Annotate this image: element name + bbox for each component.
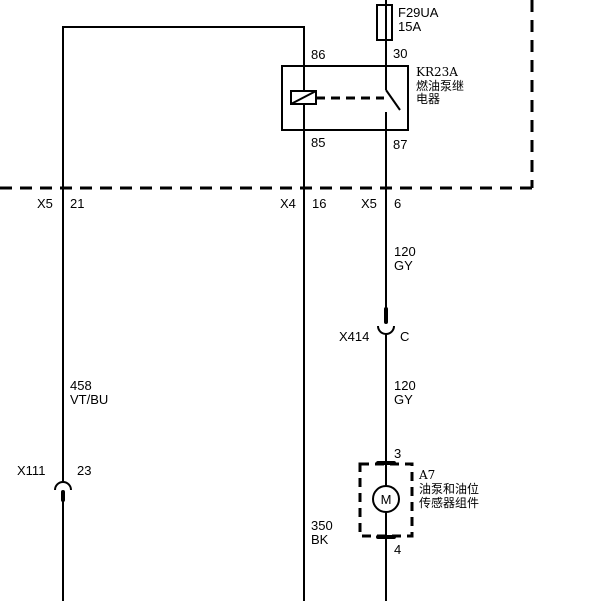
relay-pin-87: 87	[393, 137, 407, 152]
fuse-rating: 15A	[398, 19, 421, 34]
x5-left-name: X5	[37, 196, 53, 211]
x5-right-pin: 6	[394, 196, 401, 211]
x111-name: X111	[17, 463, 45, 478]
x111-pin-label: 23	[77, 463, 91, 478]
wire-458-gauge: 458	[70, 378, 92, 393]
wire-458-upper	[62, 26, 305, 482]
fuse-pin-30: 30	[393, 46, 407, 61]
wire-458-color: VT/BU	[70, 392, 108, 407]
fuse-id: F29UA	[398, 5, 439, 20]
wire-350-gauge: 350	[311, 518, 333, 533]
relay-name-line1: 燃油泵继	[416, 78, 464, 93]
wire-120-upper-gauge: 120	[394, 244, 416, 259]
wire-350-color: BK	[311, 532, 329, 547]
wire-120-lower-gauge: 120	[394, 378, 416, 393]
relay-coil-diagonal	[290, 90, 317, 105]
x5-right-name: X5	[361, 196, 377, 211]
pump-name-line2: 传感器组件	[419, 495, 479, 510]
relay-pin-85: 85	[311, 135, 325, 150]
x111-connector-symbol	[54, 481, 72, 491]
relay-pin-86: 86	[311, 47, 325, 62]
x5-left-pin: 21	[70, 196, 84, 211]
motor-symbol: M	[381, 492, 392, 507]
x414-name: X414	[339, 329, 369, 344]
x4-name: X4	[280, 196, 296, 211]
relay-id: KR23A	[416, 65, 458, 79]
pump-pin-4: 4	[394, 542, 401, 557]
x414-pin-label: C	[400, 329, 409, 344]
wire-120-upper-color: GY	[394, 258, 413, 273]
relay-switch-contact	[385, 89, 401, 111]
pump-name-line1: 油泵和油位	[419, 481, 479, 496]
x4-pin: 16	[312, 196, 326, 211]
wire-120-lower-color: GY	[394, 392, 413, 407]
pump-pin-3: 3	[394, 446, 401, 461]
fuse-f29ua	[376, 4, 393, 41]
relay-box	[281, 65, 409, 131]
x414-connector-symbol	[377, 325, 395, 335]
pump-id: A7	[418, 468, 435, 482]
relay-name-line2: 电器	[416, 92, 440, 106]
